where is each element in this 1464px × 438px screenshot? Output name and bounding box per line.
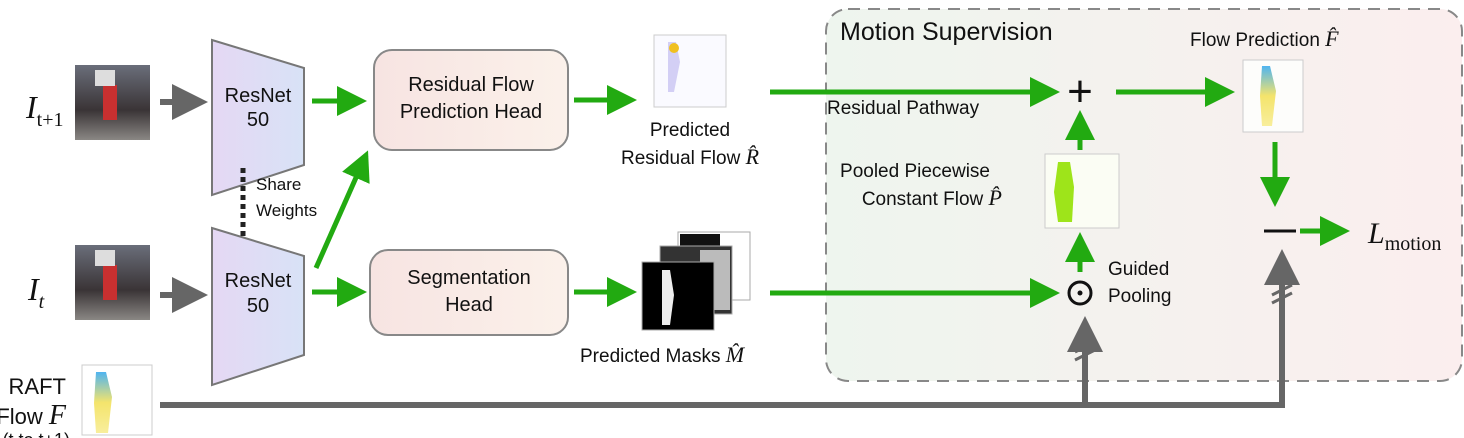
residual-flow-caption: Predicted bbox=[650, 120, 730, 141]
residual-flow-head bbox=[373, 49, 569, 151]
seg-head-label: Head bbox=[445, 294, 493, 316]
raft-label: Flow F bbox=[0, 400, 67, 431]
predicted-masks-caption: Predicted Masks M̂ bbox=[580, 342, 746, 367]
residual-pathway-label: Residual Pathway bbox=[827, 98, 980, 119]
raft-flow-image bbox=[81, 364, 153, 436]
encoder-label: ResNet bbox=[225, 270, 292, 292]
pooled-flow-label: Pooled Piecewise bbox=[840, 161, 990, 182]
seg-head-label: Segmentation bbox=[407, 267, 530, 289]
frame-current-image bbox=[75, 245, 150, 320]
guided-pooling-label: Pooling bbox=[1108, 286, 1171, 307]
guided-pooling-operator bbox=[1067, 280, 1093, 306]
raft-label: (t to t+1) bbox=[2, 430, 70, 438]
pooled-flow-label: Constant Flow P̂ bbox=[862, 185, 1002, 210]
residual-head-label: Prediction Head bbox=[400, 101, 542, 123]
share-weights-label: Weights bbox=[256, 201, 317, 220]
flow-prediction-image bbox=[1242, 59, 1304, 133]
motion-loss-label: Lmotion bbox=[1367, 217, 1441, 255]
residual-flow-caption: Residual Flow R̂ bbox=[621, 144, 760, 169]
plus-operator: + bbox=[1067, 67, 1093, 116]
segmentation-head bbox=[369, 249, 569, 336]
flow-prediction-label: Flow Prediction F̂ bbox=[1190, 26, 1339, 51]
residual-head-label: Residual Flow bbox=[408, 74, 534, 96]
raft-label: RAFT bbox=[9, 374, 66, 399]
share-weights-label: Share bbox=[256, 175, 301, 194]
arrow-encoder-to-residual-diag bbox=[313, 150, 370, 270]
residual-flow-image bbox=[653, 34, 727, 108]
guided-pooling-label: Guided bbox=[1108, 259, 1169, 280]
frame-next-image bbox=[75, 65, 150, 140]
pooled-flow-image bbox=[1044, 153, 1120, 229]
resnet-encoder-top bbox=[211, 38, 305, 197]
predicted-masks-stack bbox=[641, 231, 751, 331]
encoder-label: 50 bbox=[247, 295, 269, 317]
motion-supervision-title: Motion Supervision bbox=[840, 18, 1053, 46]
encoder-label: ResNet bbox=[225, 85, 292, 107]
resnet-encoder-bottom bbox=[211, 226, 305, 387]
encoder-label: 50 bbox=[247, 109, 269, 131]
stop-gradient-marks bbox=[1074, 283, 1293, 362]
frame-next-label: It+1 bbox=[25, 89, 64, 131]
frame-current-label: It bbox=[27, 271, 45, 313]
